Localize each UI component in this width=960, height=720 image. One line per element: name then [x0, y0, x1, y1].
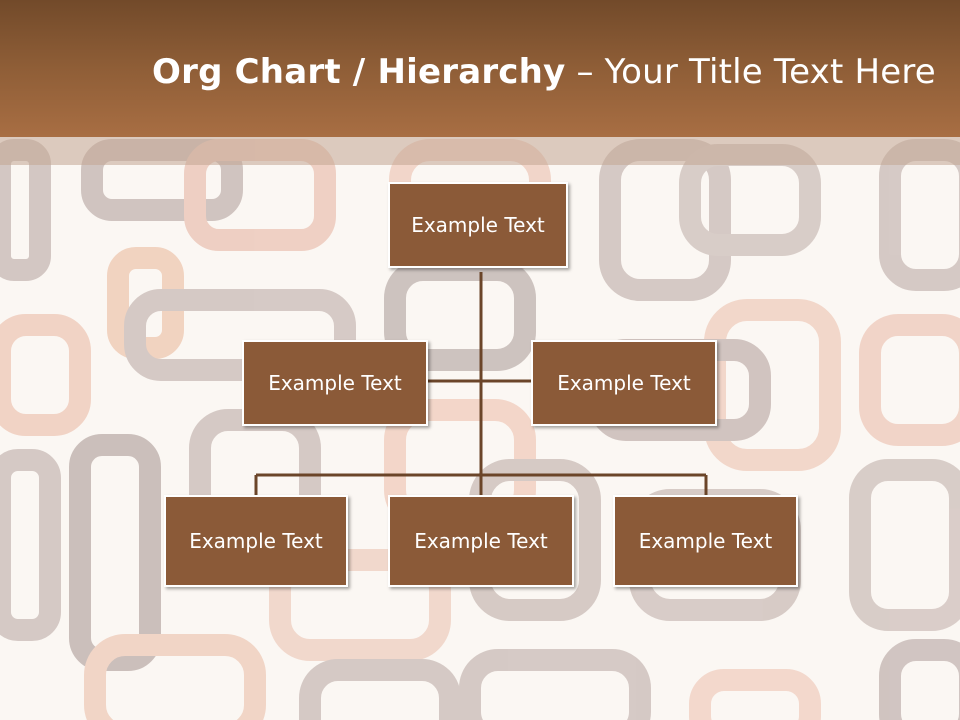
org-node-child-right[interactable]: Example Text	[613, 495, 798, 587]
org-node-assistant-left[interactable]: Example Text	[242, 340, 428, 426]
org-node-child-left[interactable]: Example Text	[164, 495, 348, 587]
org-node-assistant-right[interactable]: Example Text	[531, 340, 717, 426]
slide-title: Org Chart / Hierarchy – Your Title Text …	[152, 52, 936, 92]
org-node-root[interactable]: Example Text	[388, 182, 568, 268]
org-node-child-center[interactable]: Example Text	[388, 495, 574, 587]
title-bar-band	[0, 137, 960, 165]
title-bold: Org Chart / Hierarchy	[152, 52, 566, 92]
title-rest: Your Title Text Here	[604, 52, 936, 92]
title-bar	[0, 0, 960, 137]
title-dash: –	[565, 52, 605, 92]
